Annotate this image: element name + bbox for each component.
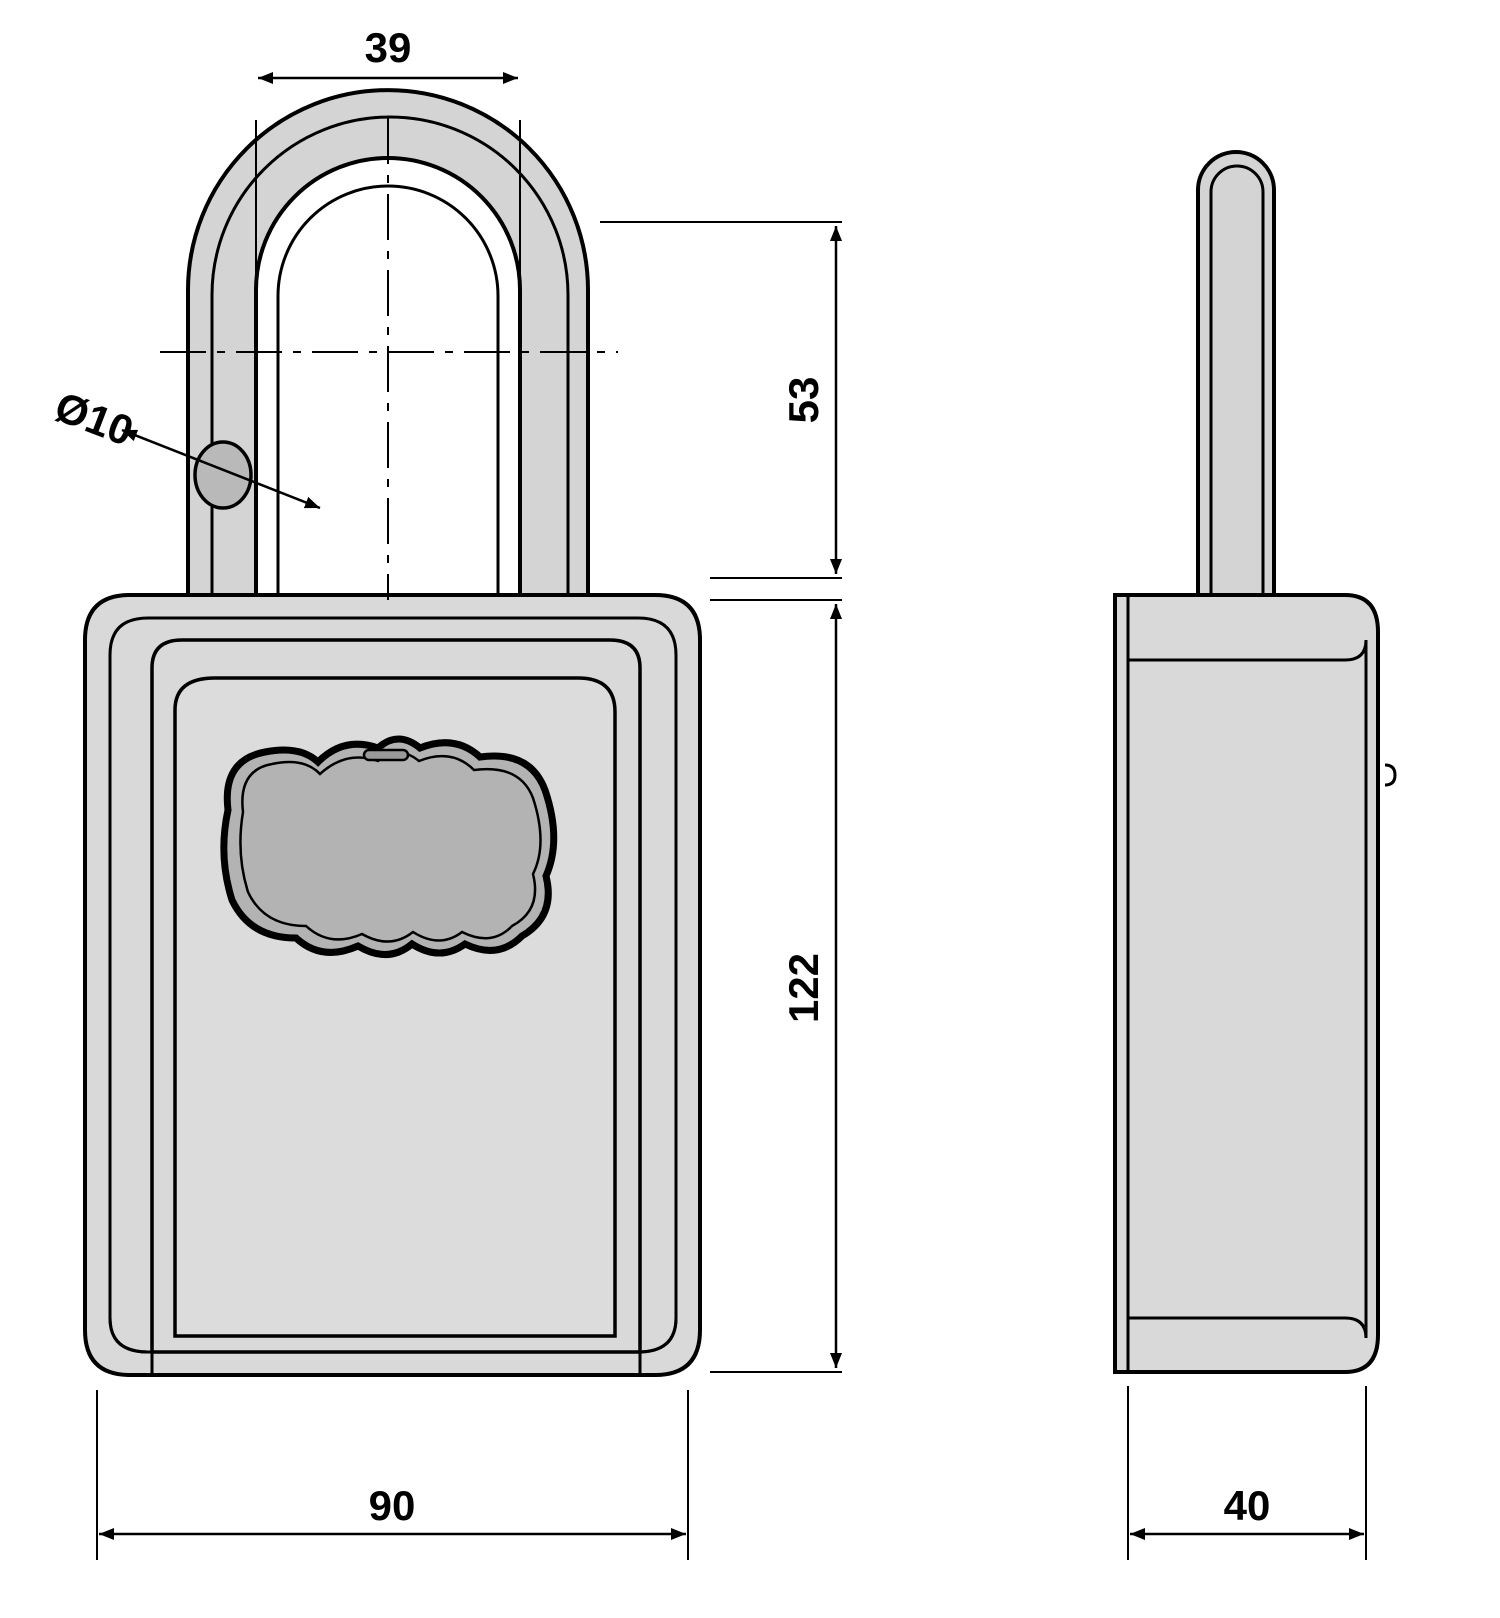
dimension-body-height: 122 — [710, 599, 842, 1373]
shackle-hole — [193, 440, 253, 510]
dimension-label-hole: Ø10 — [49, 383, 140, 455]
dimension-label-39: 39 — [365, 24, 412, 71]
dimension-label-122: 122 — [780, 953, 827, 1023]
front-view — [83, 88, 702, 1377]
dimension-shackle-height: 53 — [600, 221, 842, 579]
dimension-label-53: 53 — [780, 377, 827, 424]
dimension-label-40: 40 — [1224, 1482, 1271, 1529]
lock-body-front — [83, 593, 702, 1377]
dimension-label-90: 90 — [369, 1482, 416, 1529]
shackle-front — [186, 88, 590, 602]
side-view — [1113, 150, 1397, 1374]
dimension-body-width: 90 — [96, 1390, 689, 1560]
centerlines — [160, 118, 618, 600]
keypad-opening — [220, 735, 558, 958]
dimension-shackle-width: 39 — [255, 24, 521, 300]
dimension-body-depth: 40 — [1127, 1386, 1367, 1560]
